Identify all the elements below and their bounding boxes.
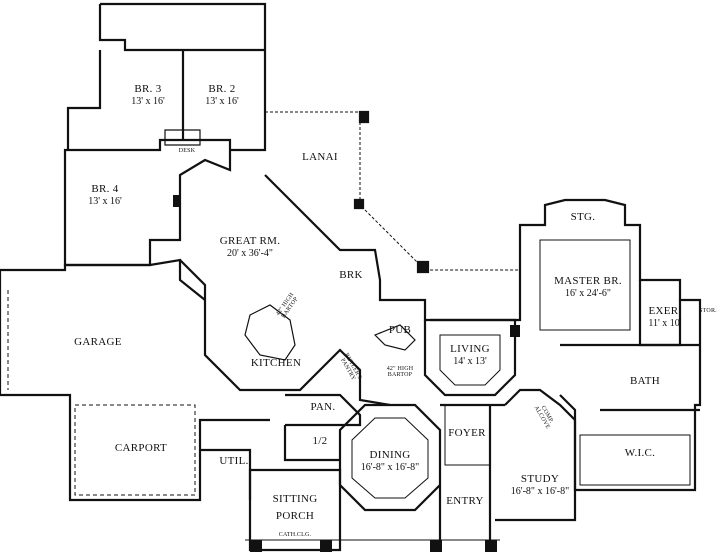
dining-inner [351,417,429,499]
lanai-outline [265,111,520,271]
bartop2-text: 42" HIGH [386,366,414,372]
room-dim: 20' x 36'-4" [226,247,273,259]
room-lanai: LANAI [302,151,338,163]
master-inner-room [539,239,631,331]
br3-left-wall [66,50,102,150]
lanai-posts [353,110,430,274]
room-kitchen: KITCHEN [250,357,302,369]
room-dim: 13' x 16' [88,195,122,207]
great-room-lower-wall [179,259,391,407]
room-pan: PAN. [310,401,336,413]
room-name: BR. 2 [208,83,236,95]
room-stg: STG. [570,211,596,223]
bath-top-wall [98,4,265,52]
room-dim: 16'-8" x 16'-8" [360,461,420,473]
room-sub: PORCH [275,509,315,522]
room-dim: 13' x 16' [205,95,239,107]
bath-wall [560,343,700,412]
half-bath-wall [283,425,340,462]
room-sitting: SITTING PORCH CATH.CLG. [262,490,328,540]
kitchen-island [244,304,296,361]
pub-counter [373,324,416,351]
room-name: EXER. [648,305,682,317]
column [320,540,332,552]
room-util: UTIL. [219,455,249,467]
bedroom-wing-wall [63,2,267,267]
room-brk: BRK [339,269,363,281]
room-bath: BATH [630,375,660,387]
sitting-porch-wall [248,468,342,552]
room-name: LIVING [450,343,490,355]
room-wic: W.I.C. [624,447,656,459]
room-note: CATH.CLG. [278,531,312,538]
room-name: MASTER BR. [554,275,622,287]
living-wall [423,318,517,397]
room-dim: 16' x 24'-6" [564,287,611,299]
room-garage: GARAGE [74,336,122,348]
pantry-wall [285,393,362,427]
column [485,540,497,552]
room-pub: PUB [388,324,412,336]
wic-box [579,434,691,486]
garage-wall [0,258,270,502]
desk-label: DESK [178,148,196,154]
room-half-bath: 1/2 [312,435,328,447]
column [250,540,262,552]
column [430,540,442,552]
carport-line [74,404,196,496]
room-foyer: FOYER [448,427,486,439]
room-carport: CARPORT [114,442,168,454]
room-entry: ENTRY [446,495,484,507]
living-inner [439,334,501,386]
bartop2-sub: BARTOP [387,372,413,379]
room-master: MASTER BR.16' x 24'-6" [548,272,628,299]
dining-octagon [338,403,442,512]
room-dim: 16'-8" x 16'-8" [510,485,570,497]
room-dim: 14' x 13' [453,355,487,367]
room-name: BR. 3 [134,83,162,95]
room-dim: 11' x 10' [648,317,682,329]
room-name: SITTING [272,493,318,505]
study-wall [495,388,577,522]
room-exer: EXER.11' x 10' [640,302,690,329]
room-name: DINING [369,449,411,461]
entry-wall [438,403,505,540]
room-great: GREAT RM.20' x 36'-4" [210,232,290,259]
great-room-upper-wall [264,174,522,322]
column [173,195,181,207]
room-name: BR. 4 [91,183,119,195]
stor-label: STOR. [699,308,717,314]
room-name: GREAT RM. [219,235,281,247]
room-name: STUDY [520,473,560,485]
column [510,325,520,337]
desk-wall [164,129,201,146]
room-dim: 13' x 16' [131,95,165,107]
